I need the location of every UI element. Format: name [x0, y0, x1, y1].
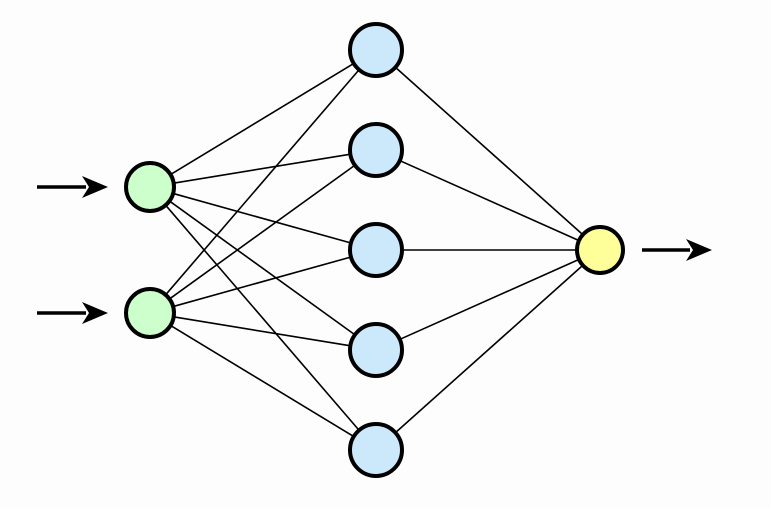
- input-arrow-1-head: [82, 176, 108, 198]
- connection-edge: [398, 159, 581, 242]
- connection-edge: [168, 199, 357, 337]
- neuron-node-h2[interactable]: [348, 122, 404, 178]
- neuron-node-o1[interactable]: [575, 225, 625, 275]
- neuron-node-h5[interactable]: [348, 422, 404, 478]
- connection-edge: [394, 66, 585, 236]
- connection-edge: [171, 192, 353, 245]
- connection-edge: [168, 163, 357, 301]
- connection-edge: [394, 264, 585, 434]
- neuron-node-h3[interactable]: [348, 222, 404, 278]
- connection-edge: [398, 258, 581, 341]
- connection-edges-group: [164, 62, 585, 438]
- neuron-node-h1[interactable]: [348, 22, 404, 78]
- connection-edge: [172, 153, 352, 185]
- connection-edge: [169, 62, 356, 176]
- connection-edge: [164, 68, 361, 297]
- neuron-nodes-group: [124, 22, 625, 478]
- neuron-node-h4[interactable]: [348, 322, 404, 378]
- output-arrow-1-head: [686, 239, 712, 261]
- neuron-node-i1[interactable]: [124, 161, 176, 213]
- connection-edge: [169, 324, 356, 438]
- io-arrows-group: [37, 176, 712, 324]
- connection-edge: [164, 203, 361, 432]
- connection-edge: [171, 255, 353, 308]
- input-arrow-2-head: [82, 302, 108, 324]
- connection-edge: [172, 315, 352, 347]
- neuron-node-i2[interactable]: [124, 287, 176, 339]
